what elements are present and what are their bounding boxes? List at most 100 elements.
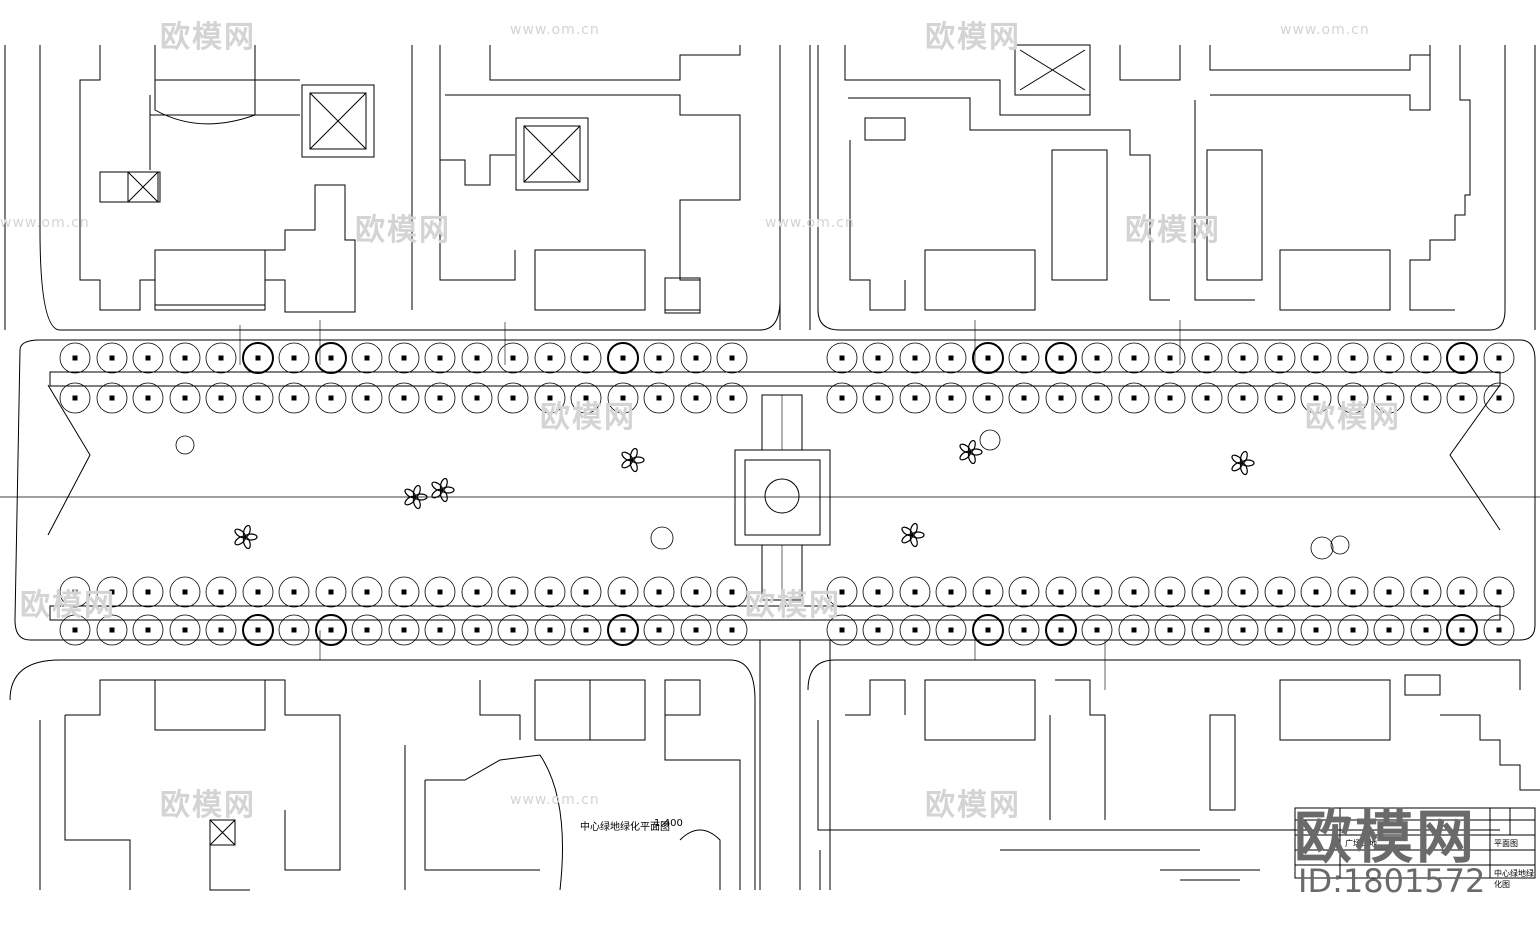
tree-symbol — [570, 614, 602, 646]
tree-trunk-marker — [1167, 627, 1173, 633]
tree-trunk-marker — [875, 627, 881, 633]
tree-trunk-marker — [145, 627, 151, 633]
tree-symbol — [643, 576, 675, 608]
tree-symbol — [461, 576, 493, 608]
tree-trunk-marker — [1459, 395, 1465, 401]
tree-symbol — [935, 576, 967, 608]
tree-trunk-marker — [401, 589, 407, 595]
tree-trunk-marker — [1277, 627, 1283, 633]
tree-symbol — [1373, 614, 1405, 646]
tree-trunk-marker — [1094, 395, 1100, 401]
tree-trunk-marker — [1240, 355, 1246, 361]
tree-trunk-marker — [401, 627, 407, 633]
tree-symbol — [1227, 342, 1259, 374]
title-block-cell: 广场绿地 — [1345, 839, 1377, 848]
tree-trunk-marker — [547, 627, 553, 633]
tree-trunk-marker — [693, 395, 699, 401]
tree-trunk-marker — [1058, 355, 1064, 361]
tree-trunk-marker — [510, 355, 516, 361]
tree-trunk-marker — [948, 355, 954, 361]
tree-trunk-marker — [1131, 395, 1137, 401]
tree-symbol — [497, 382, 529, 414]
tree-trunk-marker — [985, 355, 991, 361]
tree-trunk-marker — [620, 355, 626, 361]
tree-trunk-marker — [1204, 589, 1210, 595]
tree-trunk-marker — [291, 355, 297, 361]
palm-tree-symbol — [1239, 450, 1248, 464]
tree-symbol — [1118, 614, 1150, 646]
tree-trunk-marker — [1313, 589, 1319, 595]
tree-symbol — [1081, 342, 1113, 374]
tree-trunk-marker — [729, 589, 735, 595]
tree-symbol — [96, 382, 128, 414]
tree-symbol — [169, 342, 201, 374]
tree-symbol — [278, 614, 310, 646]
tree-trunk-marker — [1094, 627, 1100, 633]
tree-trunk-marker — [1167, 589, 1173, 595]
tree-symbol — [1154, 342, 1186, 374]
tree-symbol — [132, 342, 164, 374]
tree-symbol — [643, 614, 675, 646]
building-and-road-outlines — [0, 44, 1540, 891]
tree-trunk-marker — [1094, 355, 1100, 361]
tree-symbol — [899, 382, 931, 414]
tree-trunk-marker — [1058, 589, 1064, 595]
tree-symbol — [1337, 614, 1369, 646]
tree-trunk-marker — [401, 355, 407, 361]
tree-symbol — [1410, 576, 1442, 608]
tree-trunk-marker — [620, 395, 626, 401]
site-logo-stamp: 欧模网 — [1294, 803, 1478, 871]
tree-symbol — [826, 614, 858, 646]
tree-symbol — [1227, 382, 1259, 414]
tree-trunk-marker — [182, 395, 188, 401]
tree-symbol — [570, 382, 602, 414]
evergreen-tree-symbol — [972, 342, 1004, 374]
tree-symbol — [1154, 382, 1186, 414]
palm-tree-symbol — [412, 484, 421, 498]
tree-trunk-marker — [1058, 395, 1064, 401]
tree-symbol — [351, 614, 383, 646]
tree-trunk-marker — [693, 589, 699, 595]
tree-symbol — [424, 614, 456, 646]
palm-tree-symbol — [909, 522, 918, 536]
tree-symbol — [169, 614, 201, 646]
shrub-symbol — [650, 526, 674, 550]
tree-trunk-marker — [1094, 589, 1100, 595]
tree-trunk-marker — [1350, 395, 1356, 401]
tree-trunk-marker — [985, 395, 991, 401]
tree-symbol — [1373, 576, 1405, 608]
tree-symbol — [132, 382, 164, 414]
tree-symbol — [497, 342, 529, 374]
tree-symbol — [278, 382, 310, 414]
tree-trunk-marker — [729, 395, 735, 401]
tree-symbol — [461, 614, 493, 646]
tree-symbol — [1045, 382, 1077, 414]
tree-symbol — [351, 382, 383, 414]
tree-symbol — [643, 342, 675, 374]
tree-symbol — [1337, 382, 1369, 414]
tree-symbol — [862, 614, 894, 646]
tree-symbol — [388, 342, 420, 374]
tree-symbol — [1081, 614, 1113, 646]
tree-trunk-marker — [401, 395, 407, 401]
tree-symbol — [935, 382, 967, 414]
tree-trunk-marker — [1277, 589, 1283, 595]
evergreen-tree-symbol — [607, 342, 639, 374]
tree-symbol — [862, 576, 894, 608]
shrub-symbol — [1330, 535, 1350, 555]
tree-symbol — [534, 576, 566, 608]
tree-trunk-marker — [583, 355, 589, 361]
tree-trunk-marker — [474, 627, 480, 633]
tree-symbol — [935, 342, 967, 374]
tree-symbol — [315, 382, 347, 414]
tree-symbol — [424, 382, 456, 414]
tree-trunk-marker — [1350, 355, 1356, 361]
tree-symbol — [461, 382, 493, 414]
tree-symbol — [899, 342, 931, 374]
tree-trunk-marker — [656, 589, 662, 595]
tree-trunk-marker — [985, 589, 991, 595]
tree-symbol — [1118, 576, 1150, 608]
tree-symbol — [1410, 342, 1442, 374]
tree-trunk-marker — [1423, 355, 1429, 361]
tree-trunk-marker — [364, 589, 370, 595]
